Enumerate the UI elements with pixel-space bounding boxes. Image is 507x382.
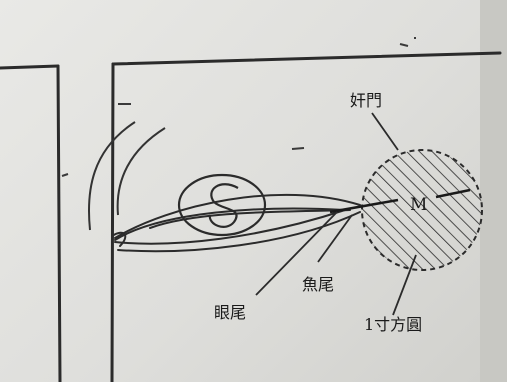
fish-tail-label: 魚尾	[302, 275, 334, 294]
leader-lines	[255, 112, 417, 316]
eye-lines	[111, 193, 361, 253]
line-to-m	[329, 198, 399, 214]
face-outline	[87, 121, 166, 231]
gate-label: 奸門	[350, 91, 382, 110]
hatched-circle	[361, 149, 483, 271]
page-shadow	[480, 0, 507, 382]
line-from-m	[435, 188, 471, 199]
eye-tail-label: 眼尾	[214, 303, 246, 322]
circle-label: 1寸方圓	[364, 315, 422, 334]
iris	[177, 173, 267, 237]
point-label: M	[410, 195, 427, 215]
stray-marks	[61, 37, 416, 177]
frame-lines	[0, 51, 502, 382]
